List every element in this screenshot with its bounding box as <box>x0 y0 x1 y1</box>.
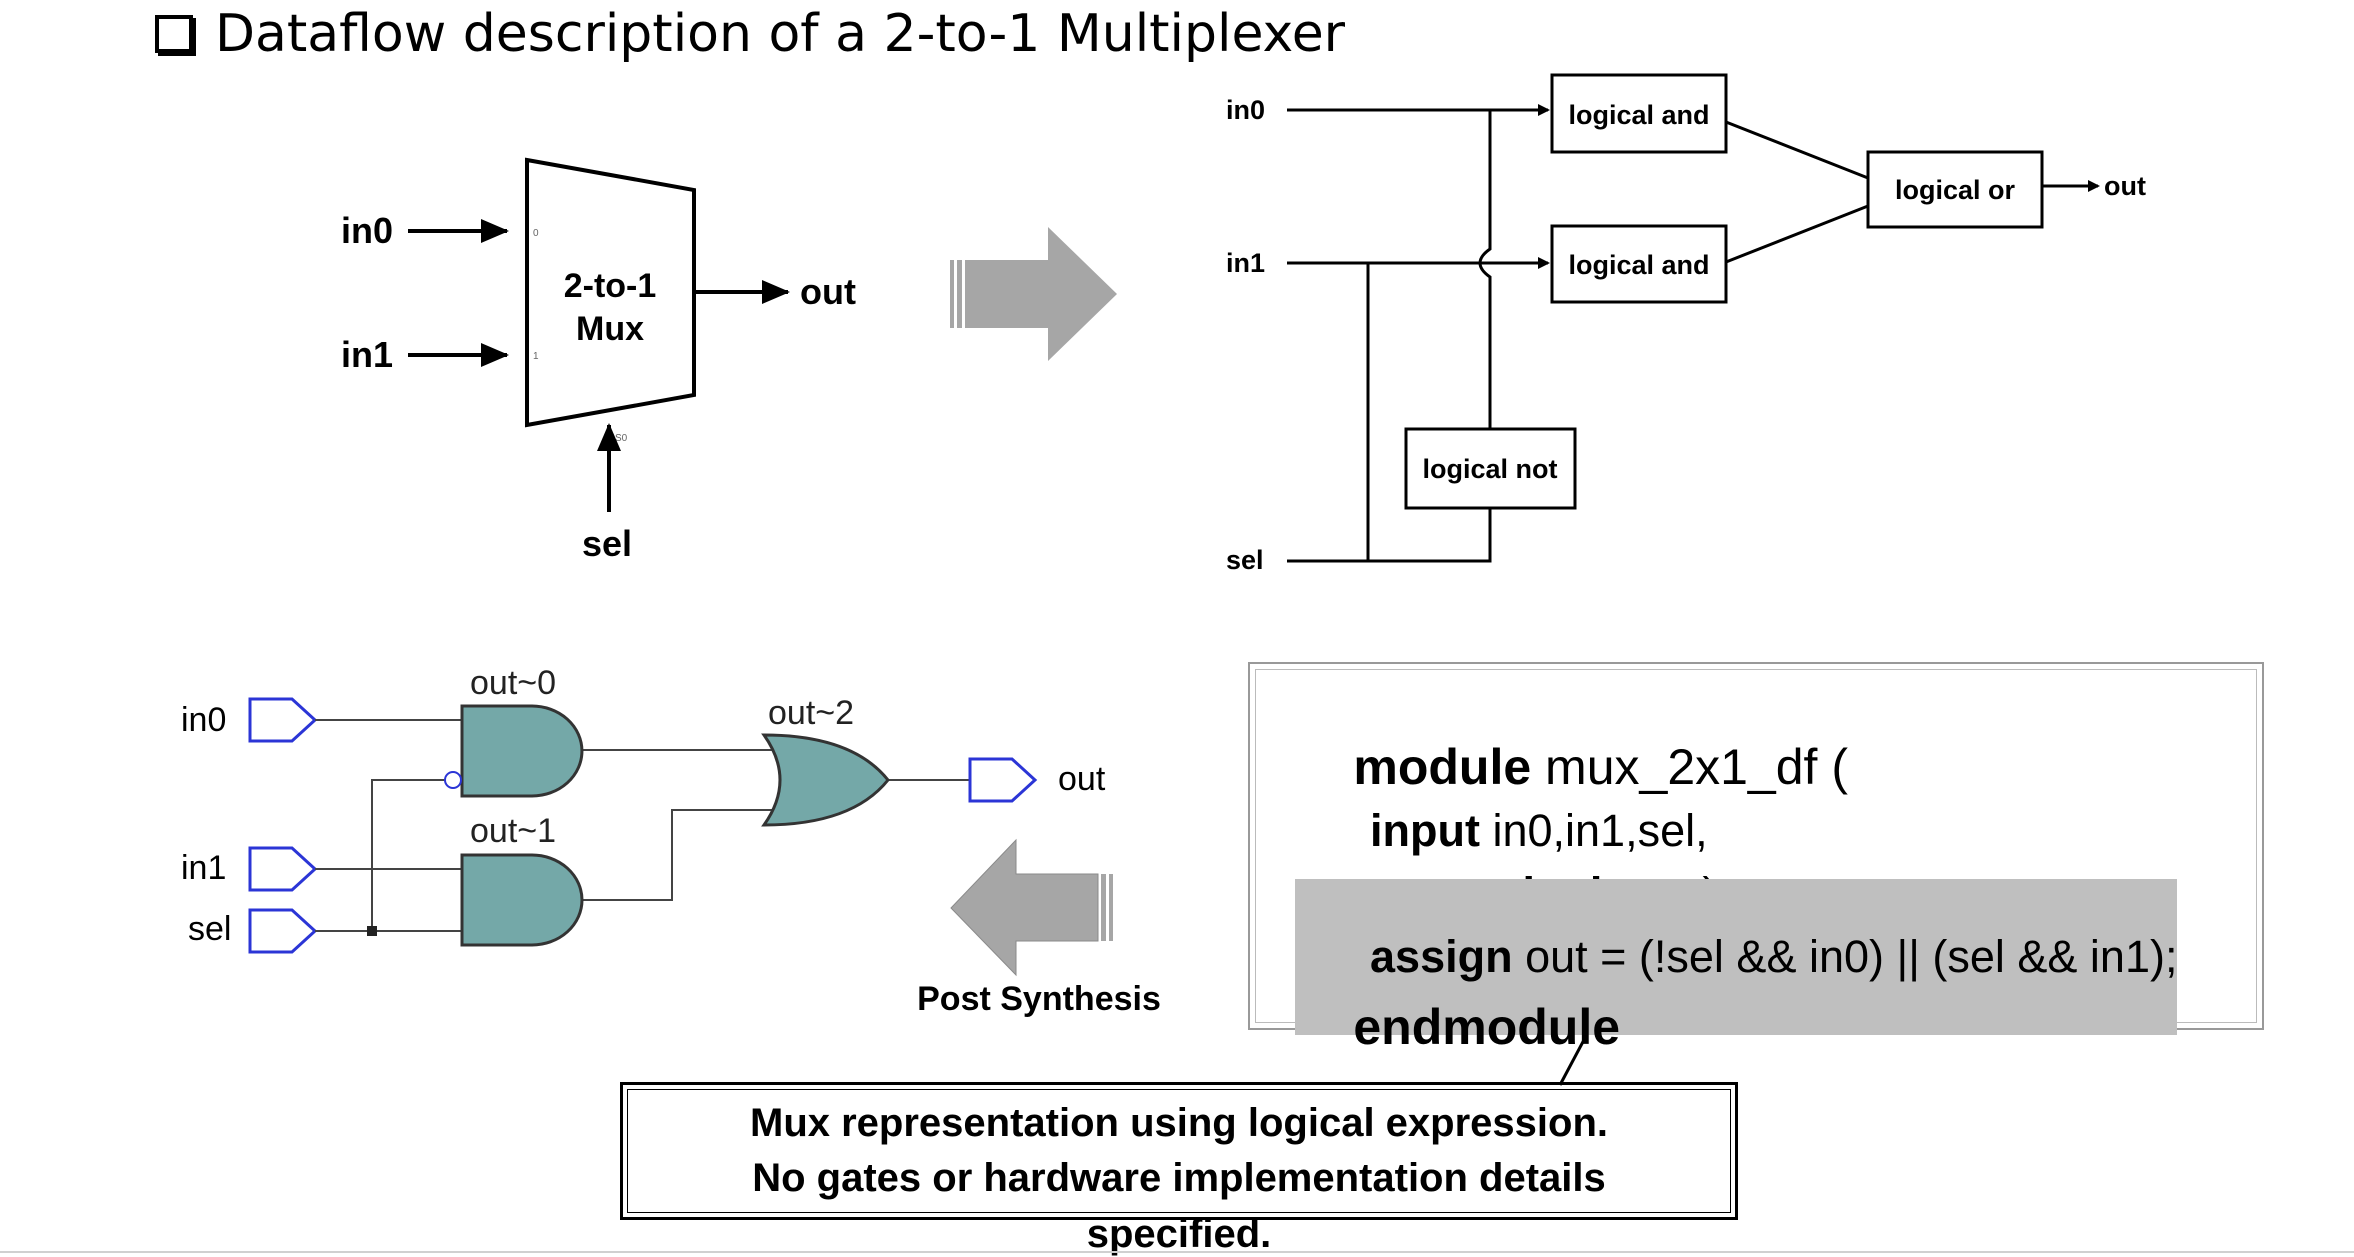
mux-sel-label: sel <box>582 523 632 564</box>
synthesis-wires <box>315 719 970 932</box>
title-text: Dataflow description of a 2-to-1 Multipl… <box>215 4 1346 64</box>
logical-and-bottom <box>1550 224 1728 304</box>
code-input-decl: in0,in1,sel, <box>1479 805 1708 856</box>
logical-and-top <box>1550 73 1728 154</box>
post-synthesis-arrow <box>950 838 1113 977</box>
logic-diagram: in0 in1 sel logical and logical and logi… <box>1226 73 2146 575</box>
note-inner-border <box>627 1089 1731 1213</box>
code-line-input: input in0,in1,sel, <box>1295 753 1708 909</box>
port-in0-icon <box>248 697 318 743</box>
logic-in1-label: in1 <box>1226 248 1265 278</box>
code-line-module: module mux_2x1_df ( <box>1270 680 1848 854</box>
logical-and-top-label: logical and <box>1568 100 1709 130</box>
mux-label-line2: Mux <box>576 310 644 348</box>
and-gate-out1 <box>460 853 584 947</box>
port-out-icon <box>968 757 1038 803</box>
wire-not-out <box>1478 110 1492 429</box>
logic-out-label: out <box>2104 171 2146 201</box>
inverter-bubble-icon <box>444 771 462 789</box>
and1-label: out~1 <box>470 812 556 850</box>
logic-sel-label: sel <box>1226 545 1264 575</box>
mux-port-hint-sel: S0 <box>615 433 628 444</box>
syn-in1-label: in1 <box>181 849 226 887</box>
mux-symbol: 2-to-1 Mux 0 1 S0 in0 in1 out sel <box>341 157 856 564</box>
junction-dot <box>367 926 377 936</box>
slide-title: Dataflow description of a 2-to-1 Multipl… <box>155 2 1345 66</box>
logical-not <box>1404 427 1577 510</box>
mux-out-label: out <box>800 271 856 312</box>
synthesis-schematic: in0 in1 sel out~0 out~1 <box>181 664 1106 954</box>
logical-and-bottom-label: logical and <box>1568 250 1709 280</box>
or2-label: out~2 <box>768 694 854 732</box>
wire-and-top-to-or <box>1725 120 1869 180</box>
wire-sel <box>1287 508 1492 563</box>
port-in1-icon <box>248 846 318 892</box>
code-keyword-assign: assign <box>1370 931 1513 982</box>
post-synthesis-caption: Post Synthesis <box>917 980 1161 1018</box>
logic-in0-label: in0 <box>1226 95 1265 125</box>
port-sel-icon <box>248 908 318 954</box>
slide-bottom-rule <box>0 1251 2354 1253</box>
code-keyword-module: module <box>1353 739 1532 795</box>
code-keyword-endmodule: endmodule <box>1353 999 1621 1055</box>
syn-out-label: out <box>1058 760 1106 798</box>
explanation-note: Mux representation using logical express… <box>620 1082 1738 1220</box>
or-gate-out2 <box>761 733 890 827</box>
checkbox-bullet-icon <box>155 15 193 53</box>
mux-port-hint-0: 0 <box>533 228 539 239</box>
code-assign-expr: out = (!sel && in0) || (sel && in1); <box>1512 931 2178 982</box>
mux-in0-label: in0 <box>341 210 393 251</box>
syn-sel-label: sel <box>188 910 231 948</box>
wire-and-bottom-to-or <box>1725 204 1869 264</box>
transform-arrow-right <box>950 227 1117 361</box>
mux-port-hint-1: 1 <box>533 351 539 362</box>
logical-or-label: logical or <box>1895 175 2016 205</box>
mux-label-line1: 2-to-1 <box>564 267 657 305</box>
note-line-1: Mux representation using logical express… <box>750 1101 1608 1145</box>
and-gate-out0 <box>460 704 584 798</box>
code-line-assign: assign out = (!sel && in0) || (sel && in… <box>1295 879 2178 1035</box>
note-line-3: specified. <box>1086 1212 1272 1256</box>
code-block: module mux_2x1_df ( input in0,in1,sel, o… <box>1248 662 2264 1055</box>
logical-not-label: logical not <box>1423 454 1558 484</box>
code-module-decl: mux_2x1_df ( <box>1531 739 1848 795</box>
syn-in0-label: in0 <box>181 701 226 739</box>
logical-or <box>1866 150 2044 229</box>
and0-label: out~0 <box>470 664 556 702</box>
mux-in1-label: in1 <box>341 334 393 375</box>
code-keyword-input: input <box>1370 805 1480 856</box>
note-line-2: No gates or hardware implementation deta… <box>752 1156 1606 1200</box>
code-line-endmodule: endmodule <box>1270 940 1620 1114</box>
mux-body <box>525 157 696 428</box>
